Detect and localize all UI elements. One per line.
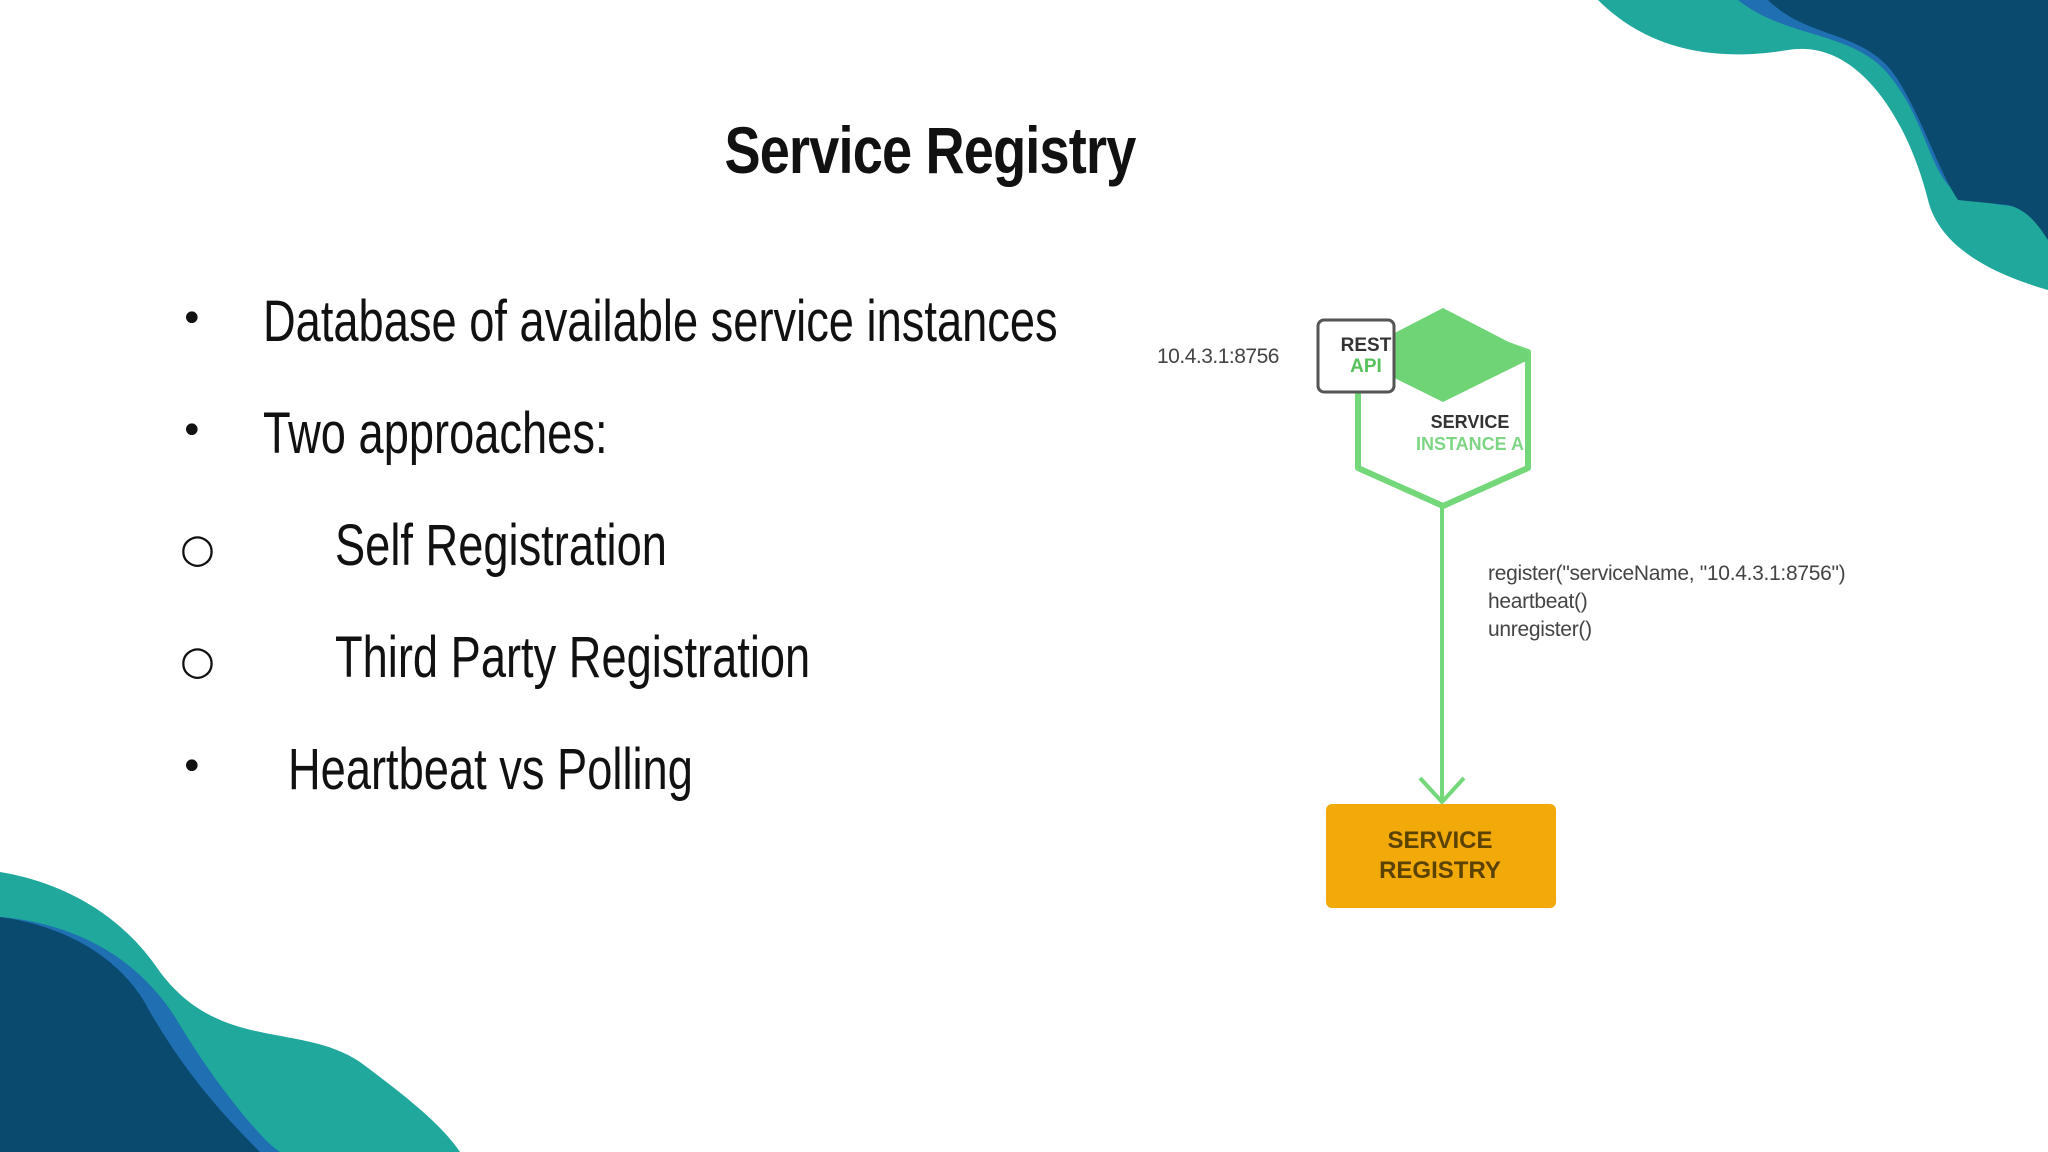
bottom-left-wave-decoration <box>0 872 460 1152</box>
api-label: API <box>1350 356 1382 377</box>
bullet-text: Heartbeat vs Polling <box>288 737 693 802</box>
service-registry-label: SERVICE REGISTRY <box>1326 826 1554 886</box>
diagram-shapes <box>1316 308 1556 908</box>
service-registry-diagram: 10.4.3.1:8756 REST API SERVICE INSTANCE … <box>1150 290 1910 930</box>
service-label-line1: SERVICE <box>1430 412 1510 432</box>
unregister-call: unregister() <box>1488 618 1592 641</box>
service-registry-box <box>1326 804 1556 908</box>
ip-address-label: 10.4.3.1:8756 <box>1157 345 1279 368</box>
bullet-item: • Database of available service instance… <box>180 288 1080 368</box>
bullet-text: Third Party Registration <box>335 625 811 690</box>
sub-bullet-marker: ○ <box>180 638 215 684</box>
service-instance-cap <box>1358 308 1528 402</box>
bullet-list: • Database of available service instance… <box>0 0 1100 900</box>
sub-bullet-marker: ○ <box>180 526 215 572</box>
sub-bullet-item: ○ Self Registration <box>180 512 1080 592</box>
bullet-text: Database of available service instances <box>263 289 1058 354</box>
bullet-marker: • <box>180 296 204 342</box>
sub-bullet-item: ○ Third Party Registration <box>180 624 1080 704</box>
register-call: register("serviceName, "10.4.3.1:8756") <box>1488 562 1846 585</box>
bullet-marker: • <box>180 744 204 790</box>
bullet-item: • Heartbeat vs Polling <box>180 736 1080 816</box>
registry-label-line2: REGISTRY <box>1379 857 1501 884</box>
bullet-text: Self Registration <box>335 513 667 578</box>
bullet-item: • Two approaches: <box>180 400 1080 480</box>
registry-label-line1: SERVICE <box>1387 827 1493 854</box>
top-right-wave-decoration <box>1598 0 2048 290</box>
heartbeat-call: heartbeat() <box>1488 590 1588 613</box>
slide-title: Service Registry <box>724 113 1136 187</box>
bullet-text: Two approaches: <box>263 401 608 466</box>
arrow-head <box>1418 776 1466 804</box>
rest-api-box <box>1316 318 1396 394</box>
registry-calls: register("serviceName, "10.4.3.1:8756") … <box>1488 560 1846 644</box>
service-label-line2: INSTANCE A <box>1416 434 1524 454</box>
bullet-marker: • <box>180 408 204 454</box>
rest-label: REST <box>1340 335 1392 356</box>
